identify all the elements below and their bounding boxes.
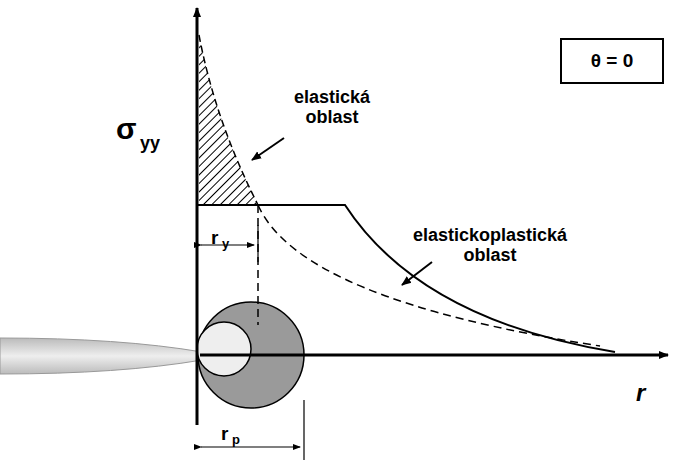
leader-arrow xyxy=(252,138,284,160)
condition-box: θ = 0 xyxy=(560,38,664,84)
axis-symbol: σ xyxy=(116,112,137,145)
leader-arrow xyxy=(402,262,432,285)
elastoplastic-curve xyxy=(197,205,615,352)
elastic-plastic-zone xyxy=(197,322,251,376)
region-label: elastická oblast xyxy=(287,88,377,128)
r-axis xyxy=(200,354,668,357)
y-axis xyxy=(196,8,199,425)
dimension-subscript: p xyxy=(232,433,240,447)
dimension-label: r xyxy=(221,424,228,445)
axis-label: r xyxy=(636,380,645,406)
crack xyxy=(0,338,204,374)
condition-text: θ = 0 xyxy=(591,50,634,72)
dim-line xyxy=(257,225,258,262)
elastic-curve xyxy=(199,35,258,205)
rp-dimension xyxy=(201,446,300,447)
dim-line xyxy=(303,400,304,460)
elastic-stress-curve xyxy=(258,205,600,346)
hatched-area xyxy=(199,35,258,205)
ry-marker xyxy=(257,205,259,325)
axis-subscript: yy xyxy=(140,134,160,154)
dimension-label: r xyxy=(211,228,218,249)
dimension-subscript: y xyxy=(222,237,229,251)
region-label: elastickoplastická oblast xyxy=(400,226,580,266)
